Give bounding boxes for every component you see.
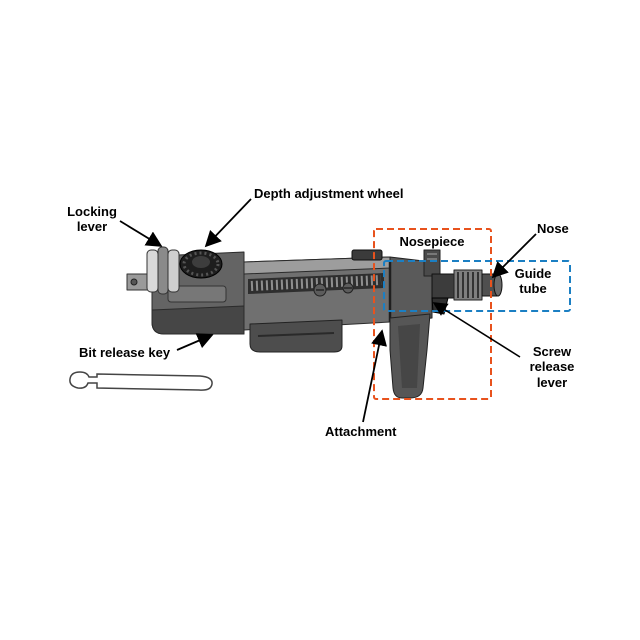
arrow-nose [491, 233, 537, 279]
bottom-clamp [249, 319, 343, 353]
depth-adjustment-wheel-shape [179, 249, 223, 279]
body-screws [313, 282, 354, 297]
arrow-locking-lever [119, 220, 163, 247]
label-locking-lever: Locking lever [67, 204, 117, 235]
arrow-attachment [362, 329, 387, 423]
handle-grip [389, 313, 431, 399]
feed-mechanism [423, 249, 441, 277]
bit-release-key-outline [69, 371, 213, 391]
label-attachment: Attachment [325, 424, 397, 439]
label-screw-release-lever: Screw release lever [529, 344, 575, 390]
label-guide-tube: Guide tube [514, 266, 552, 297]
locking-lever-collar [146, 246, 180, 295]
guide-tube-region-box [383, 260, 571, 312]
nosepiece-region-box [373, 228, 492, 400]
arrow-depth-adjustment-wheel [204, 198, 252, 248]
arrow-bit-release-key [176, 333, 214, 351]
label-nosepiece: Nosepiece [399, 234, 465, 249]
label-nose: Nose [537, 221, 569, 236]
label-depth-adjustment-wheel: Depth adjustment wheel [254, 186, 404, 201]
arrow-screw-release-lever [432, 302, 521, 358]
tool-illustration [126, 246, 503, 399]
label-bit-release-key: Bit release key [79, 345, 171, 360]
guide-tube-shape [431, 269, 483, 301]
